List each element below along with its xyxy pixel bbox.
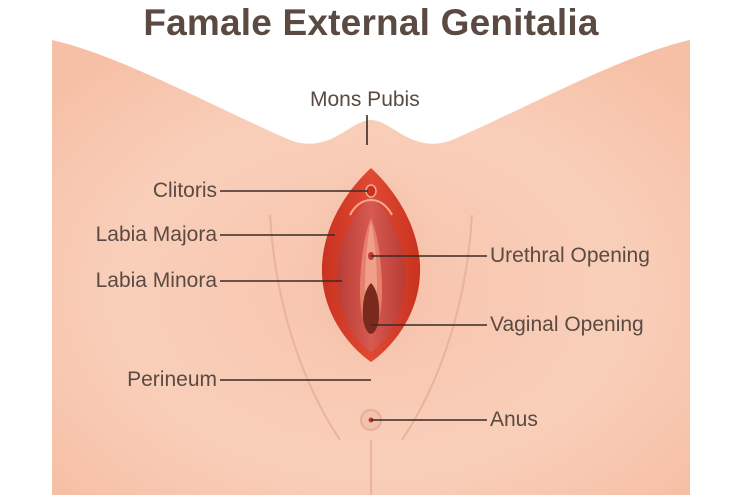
clitoral-hood	[349, 199, 393, 216]
label-vaginal-opening: Vaginal Opening	[490, 313, 644, 336]
right-thigh-crease	[401, 214, 473, 441]
label-perineum: Perineum	[127, 368, 217, 391]
label-mons-pubis: Mons Pubis	[310, 88, 420, 111]
diagram-title: Famale External Genitalia	[143, 2, 599, 43]
vaginal-opening-shape	[362, 283, 380, 334]
label-anus: Anus	[490, 408, 538, 431]
label-labia-minora: Labia Minora	[95, 269, 217, 292]
label-labia-majora: Labia Majora	[95, 223, 217, 246]
left-thigh-crease	[269, 214, 341, 441]
label-urethral-opening: Urethral Opening	[490, 244, 650, 267]
label-clitoris: Clitoris	[152, 179, 217, 202]
